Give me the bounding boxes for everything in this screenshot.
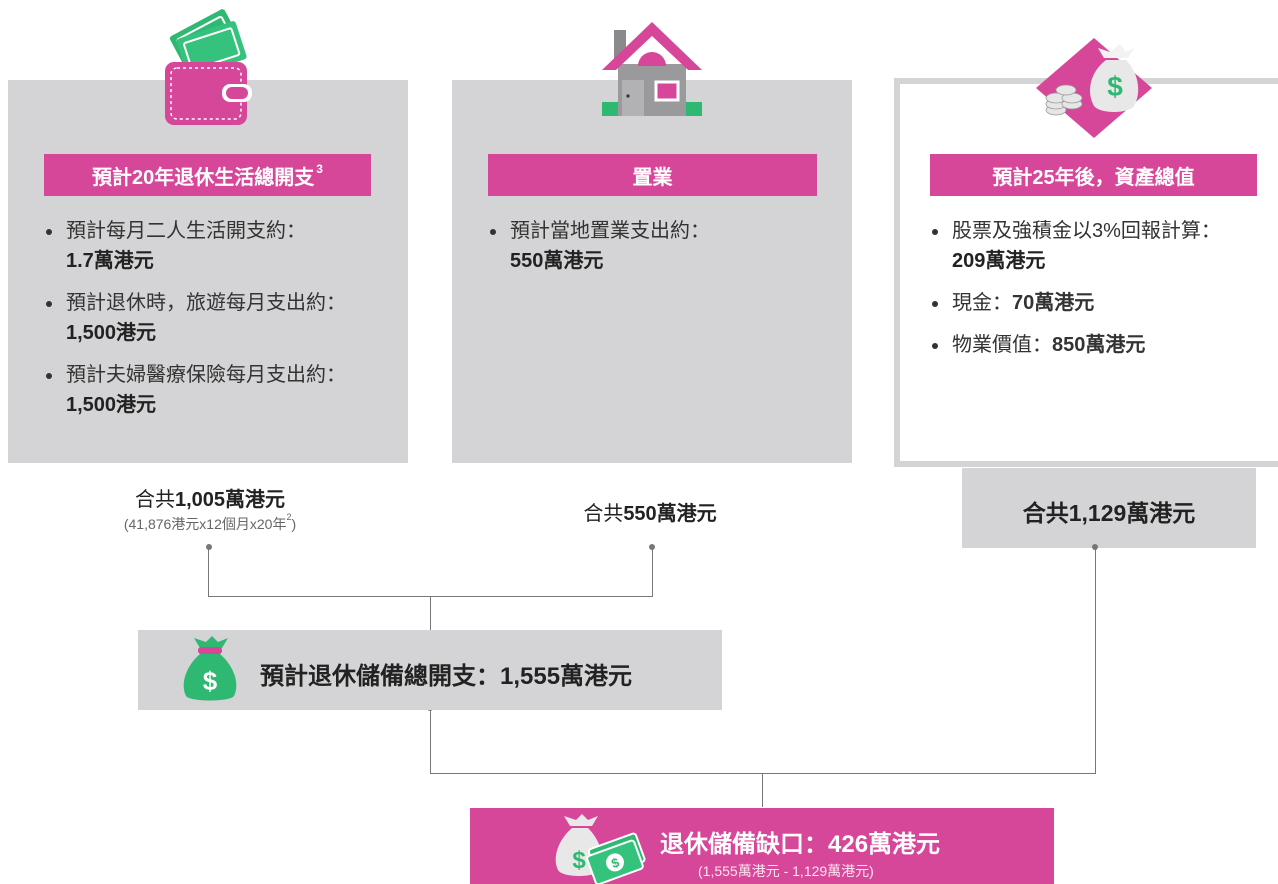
- item-value: 209萬港元: [952, 250, 1046, 272]
- list-item: 股票及強積金以3%回報計算： 209萬港元: [930, 216, 1275, 276]
- item-label: 預計每月二人生活開支約：: [66, 220, 306, 242]
- list-item: 預計夫婦醫療保險每月支出約： 1,500港元: [44, 360, 394, 420]
- panel-3-title: 預計25年後，資產總值: [992, 166, 1195, 189]
- panel-assets: [894, 78, 1278, 467]
- panel-1-title-footnote: 3: [316, 162, 323, 176]
- item-label: 物業價值：: [952, 334, 1052, 356]
- summary-box: [138, 630, 722, 710]
- summary-text: 預計退休儲備總開支：1,555萬港元: [260, 663, 633, 690]
- panel-3-title-bar: 預計25年後，資產總值: [930, 154, 1257, 196]
- total-value: 1,005萬港元: [174, 489, 286, 511]
- connector-line: [1095, 547, 1096, 774]
- list-item: 物業價值：850萬港元: [930, 330, 1275, 360]
- connector-line: [430, 596, 431, 630]
- item-label: 預計退休時，旅遊每月支出約：: [66, 292, 346, 314]
- list-item: 預計退休時，旅遊每月支出約： 1,500港元: [44, 288, 394, 348]
- item-label: 現金：: [952, 292, 1012, 314]
- house-icon: [602, 22, 702, 116]
- total-value: 合共1,129萬港元: [1022, 500, 1196, 526]
- item-label: 預計當地置業支出約：: [510, 220, 710, 242]
- item-value: 1.7萬港元: [66, 250, 154, 272]
- money-bag-icon: $: [183, 636, 237, 701]
- panel-1-total: 合共1,005萬港元 (41,876港元x12個月x20年2): [60, 483, 360, 534]
- total-value: 550萬港元: [623, 503, 717, 525]
- item-value: 850萬港元: [1052, 334, 1146, 356]
- item-label: 股票及強積金以3%回報計算：: [952, 220, 1221, 242]
- connector-line: [430, 773, 1096, 774]
- panel-1-title: 預計20年退休生活總開支: [92, 166, 315, 189]
- panel-3-list: 股票及強積金以3%回報計算： 209萬港元 現金：70萬港元 物業價值：850萬港…: [930, 216, 1275, 372]
- panel-3-total-box: [962, 468, 1256, 548]
- connector-line: [208, 547, 209, 597]
- money-bag-coins-icon: $: [1036, 38, 1152, 138]
- connector-dot: [206, 544, 212, 550]
- list-item: 預計每月二人生活開支約： 1.7萬港元: [44, 216, 394, 276]
- panel-1-list: 預計每月二人生活開支約： 1.7萬港元 預計退休時，旅遊每月支出約： 1,500港元…: [44, 216, 394, 432]
- gap-text: 退休儲備缺口：426萬港元: [660, 831, 941, 858]
- svg-text:$: $: [1107, 71, 1123, 102]
- item-value: 550萬港元: [510, 250, 604, 272]
- svg-text:$: $: [203, 666, 218, 696]
- connector-line: [652, 547, 653, 597]
- item-value: 70萬港元: [1012, 292, 1095, 314]
- money-bag-cash-icon: $ $: [555, 814, 646, 884]
- total-prefix: 合共: [134, 489, 175, 511]
- item-value: 1,500港元: [66, 322, 157, 344]
- panel-property: [452, 80, 852, 463]
- connector-line: [762, 773, 763, 807]
- panel-2-title-bar: 置業: [488, 154, 817, 196]
- panel-2-list: 預計當地置業支出約： 550萬港元: [488, 216, 838, 288]
- panel-retirement-expenses: [8, 80, 408, 463]
- list-item: 預計當地置業支出約： 550萬港元: [488, 216, 838, 276]
- item-value: 1,500港元: [66, 394, 157, 416]
- item-label: 預計夫婦醫療保險每月支出約：: [66, 364, 346, 386]
- list-item: 現金：70萬港元: [930, 288, 1275, 318]
- total-formula: (41,876港元x12個月x20年2): [123, 512, 297, 532]
- wallet-icon: [165, 9, 252, 125]
- gap-formula: (1,555萬港元 - 1,129萬港元): [698, 863, 874, 879]
- panel-2-title: 置業: [632, 166, 673, 189]
- panel-3-total: 合共1,129萬港元: [962, 494, 1256, 528]
- total-prefix: 合共: [583, 503, 624, 525]
- panel-2-total: 合共550萬港元: [500, 497, 800, 526]
- svg-text:$: $: [572, 847, 586, 874]
- connector-line: [430, 708, 431, 774]
